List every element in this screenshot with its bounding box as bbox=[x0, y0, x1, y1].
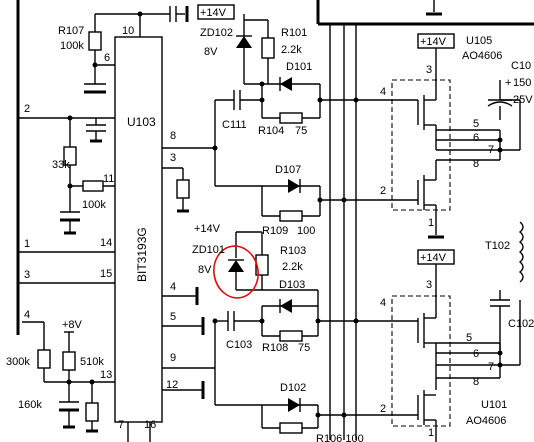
u101-plus14v: +14V bbox=[420, 252, 447, 264]
r-510k-label: 510k bbox=[80, 356, 104, 368]
u101-pin2: 2 bbox=[380, 403, 386, 415]
net-2-label: 2 bbox=[24, 103, 30, 115]
output-stage: T102 C102 bbox=[485, 221, 534, 350]
ic-u103: U103 BIT3193G bbox=[114, 36, 163, 423]
ic-part-label: BIT3193G bbox=[135, 227, 149, 282]
pin-3-label: 3 bbox=[170, 152, 176, 164]
d103-label: D103 bbox=[279, 279, 305, 291]
d107-label: D107 bbox=[275, 164, 301, 176]
rails bbox=[329, 24, 359, 440]
u105-pin6: 6 bbox=[473, 132, 479, 144]
pin-6-label: 6 bbox=[104, 52, 110, 64]
pin-2-net: 2 33k 11 100k bbox=[18, 103, 115, 235]
pin-14-label: 14 bbox=[100, 237, 112, 249]
pin-5-label: 5 bbox=[170, 311, 176, 323]
pin-15-label: 15 bbox=[100, 268, 112, 280]
u101-pin4: 4 bbox=[380, 297, 386, 309]
r-100k-label: 100k bbox=[82, 199, 106, 211]
pin-11-label: 11 bbox=[103, 173, 114, 185]
u105-pin4: 4 bbox=[380, 86, 386, 98]
zd101-label: ZD101 bbox=[192, 244, 225, 256]
board-outline bbox=[16, 0, 534, 335]
u105-pin2: 2 bbox=[380, 185, 386, 197]
mosfet-u105: +14V U105 AO4606 3 4 5 6 7 8 2 1 bbox=[380, 33, 533, 239]
r108-value: 75 bbox=[298, 342, 310, 354]
r104-label: R104 bbox=[258, 125, 284, 137]
c10x-plus: + bbox=[505, 77, 511, 89]
u105-pin7: 7 bbox=[488, 144, 494, 156]
zd101-value: 8V bbox=[198, 264, 212, 276]
r101-label: R101 bbox=[281, 27, 307, 39]
u101-pin1: 1 bbox=[428, 427, 434, 439]
plus14v-top-label: +14V bbox=[200, 7, 227, 19]
r104-value: 75 bbox=[295, 125, 307, 137]
u101-ref: U101 bbox=[481, 399, 507, 411]
pin-10-net: 10 6 R107 100k bbox=[58, 6, 189, 94]
pin-12-label: 12 bbox=[166, 379, 178, 391]
ic-right-pins: 8 3 4 5 9 12 7 16 bbox=[118, 130, 218, 442]
r106-label: R106 100 bbox=[316, 433, 364, 442]
zd102-value: 8V bbox=[204, 46, 218, 58]
d101-label: D101 bbox=[286, 61, 312, 73]
r-160k-label: 160k bbox=[18, 399, 42, 411]
mosfet-u101: +14V 3 4 5 6 7 8 2 1 U101 AO4606 bbox=[380, 249, 521, 442]
u101-pin3: 3 bbox=[426, 279, 432, 291]
pin-4-label: 4 bbox=[170, 281, 176, 293]
plus14v-mid-label: +14V bbox=[194, 223, 221, 235]
r108-label: R108 bbox=[262, 342, 288, 354]
highlight-circle bbox=[213, 245, 259, 299]
r109-label: R109 bbox=[262, 225, 288, 237]
c102-label: C102 bbox=[508, 318, 534, 330]
pins-14-15-net: 1 14 3 15 bbox=[18, 237, 115, 284]
u101-pin7: 7 bbox=[488, 361, 494, 373]
u105-pin3: 3 bbox=[426, 64, 432, 76]
c111-label: C111 bbox=[222, 119, 247, 131]
u105-pin1: 1 bbox=[428, 217, 434, 229]
r-300k-label: 300k bbox=[6, 356, 30, 368]
net-1-label: 1 bbox=[24, 238, 30, 250]
r103-value: 2.2k bbox=[282, 261, 303, 273]
upper-gate-drive: C111 +14V ZD102 8V R101 2.2k D101 R104 7… bbox=[197, 4, 418, 237]
net-3-label: 3 bbox=[24, 269, 30, 281]
u101-pin5: 5 bbox=[466, 332, 472, 344]
u105-ref: U105 bbox=[466, 35, 492, 47]
u105-part: AO4606 bbox=[462, 50, 502, 62]
zd102-label: ZD102 bbox=[200, 27, 233, 39]
pin-9-label: 9 bbox=[170, 352, 176, 364]
u105-plus14v: +14V bbox=[420, 36, 447, 48]
c10x-val1: 150 bbox=[513, 77, 531, 89]
r-33k-label: 33k bbox=[52, 159, 70, 171]
pin-10-label: 10 bbox=[122, 25, 134, 37]
r101-value: 2.2k bbox=[281, 44, 302, 56]
bias-net: 4 +8V 300k 510k 13 160k bbox=[6, 309, 115, 433]
u105-pin5: 5 bbox=[473, 118, 479, 130]
u101-part: AO4606 bbox=[466, 415, 506, 427]
net-4-label: 4 bbox=[24, 309, 30, 321]
r109-value: 100 bbox=[297, 225, 315, 237]
c10x-val2: 25V bbox=[513, 94, 533, 106]
lower-gate-drive: +14V ZD101 8V R103 2.2k D103 C103 R108 7… bbox=[192, 223, 418, 442]
t102-label: T102 bbox=[485, 240, 510, 252]
r103-label: R103 bbox=[280, 245, 306, 257]
plus-8v-label: +8V bbox=[62, 319, 83, 331]
d102-label: D102 bbox=[280, 382, 306, 394]
r107-value: 100k bbox=[60, 40, 84, 52]
c103-label: C103 bbox=[226, 339, 252, 351]
u105-pin8: 8 bbox=[473, 158, 479, 170]
ic-ref-label: U103 bbox=[127, 115, 156, 129]
pin-8-label: 8 bbox=[170, 130, 176, 142]
u101-pin8: 8 bbox=[473, 376, 479, 388]
c10x-ref: C10 bbox=[511, 60, 531, 72]
u101-pin6: 6 bbox=[473, 348, 479, 360]
r107-label: R107 bbox=[58, 25, 84, 37]
pin-13-label: 13 bbox=[100, 369, 112, 381]
pin-7-label: 7 bbox=[118, 419, 124, 431]
